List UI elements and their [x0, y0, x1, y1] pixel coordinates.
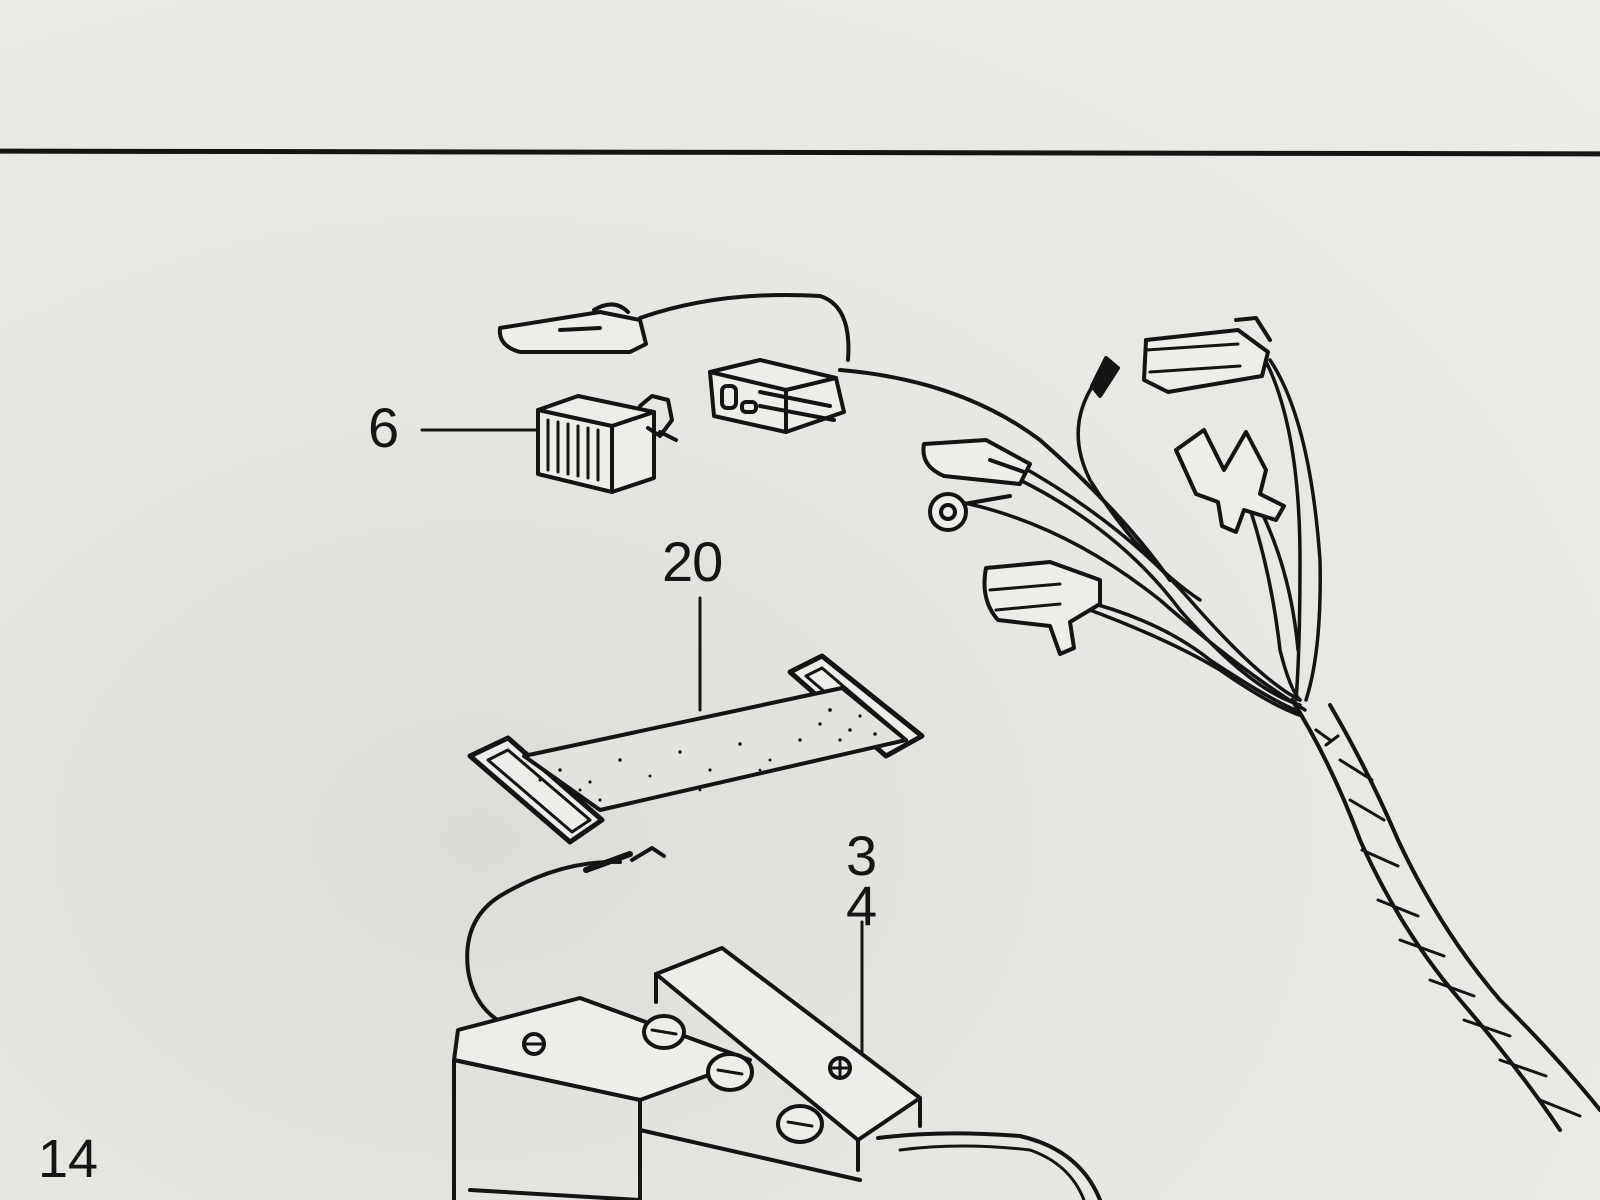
page-number: 14 [38, 1129, 99, 1189]
battery-lead [465, 846, 666, 1028]
part-number-6: 6 [368, 396, 399, 459]
multi-pin-connector [708, 358, 1172, 582]
wire-harness-branches [948, 348, 1322, 718]
part-number-3: 3 [846, 824, 877, 887]
main-harness-trunk [1290, 698, 1600, 1132]
strap-stipple [538, 708, 877, 802]
part-number-4: 4 [846, 874, 877, 937]
part-number-20: 20 [662, 530, 723, 593]
battery-strap [467, 653, 925, 845]
battery [452, 946, 1102, 1200]
fuse-holder-block [536, 394, 678, 494]
fuse-lead-terminal [497, 292, 851, 362]
spade-terminals [921, 316, 1286, 656]
